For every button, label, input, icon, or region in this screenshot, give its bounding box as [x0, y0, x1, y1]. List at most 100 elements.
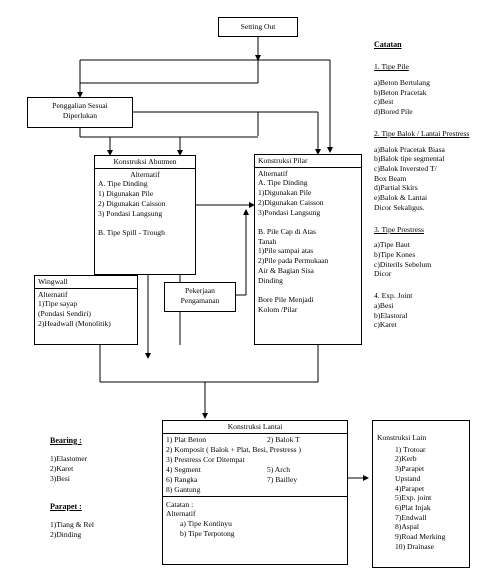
- tipe-pile-item: a)Beton Bertulang: [374, 77, 430, 87]
- prestress-item: Dicor: [374, 269, 392, 279]
- lantai-item: 2) Balok T: [267, 434, 300, 444]
- penggalian-box: Penggalian Sesuai Diperlukan: [27, 97, 133, 128]
- pilar-line: 2)Digunakan Caisson: [258, 197, 324, 207]
- pilar-box: Konstruksi Pilar Alternatif A. Tipe Dind…: [254, 154, 362, 345]
- balok-item: c)Balok Inversted T/: [374, 163, 437, 173]
- wingwall-line: Alternatif: [38, 289, 68, 299]
- tipe-pile-item: c)Best: [374, 97, 394, 107]
- lain-item: 6)Plat Injak: [395, 503, 431, 513]
- lain-item: 4)Parapet: [395, 483, 425, 493]
- pilar-line: [258, 217, 358, 227]
- bearing-item: 1)Elastomer: [50, 454, 88, 464]
- prestress-item: c)Diterils Sebelum: [374, 259, 432, 269]
- pilar-line: 1)Pile sampai atas: [258, 246, 314, 256]
- balok-item: Box Beam: [374, 173, 407, 183]
- balok-item: b)Balok tipe segmental: [374, 154, 445, 164]
- parapet-title: Parapet :: [50, 502, 82, 511]
- pilar-line: [258, 285, 358, 295]
- tipe-pile-item: d)Bored Pile: [374, 107, 413, 117]
- balok-item: Dicor Sekaligus.: [374, 202, 425, 212]
- prestress-item: a)Tipe Baut: [374, 240, 410, 250]
- pilar-line: 3)Pondasi Langsung: [258, 207, 321, 217]
- pilar-line: Air & Bagian Sisa: [258, 265, 314, 275]
- abutmen-line: B. Tipe Spill - Trough: [98, 228, 165, 238]
- parapet-item: 2)Dinding: [50, 529, 82, 539]
- abutmen-line: Alternatif: [130, 169, 160, 179]
- pilar-line: Bore Pile Menjadi: [258, 295, 314, 305]
- lain-item: 10) Drainase: [395, 541, 435, 551]
- setting-out-box: Setting Out: [218, 17, 298, 37]
- lain-item: 9)Road Merking: [395, 532, 446, 542]
- lantai-item: 7) Bailley: [267, 474, 298, 484]
- bearing-item: 2)Karet: [50, 463, 74, 473]
- lain-item: 8)Aspal: [395, 522, 420, 532]
- exp-item: a)Besi: [374, 300, 394, 310]
- lain-item: 1) Trotoar: [395, 444, 426, 454]
- wingwall-line: 2)Headwall (Monolitik): [38, 318, 111, 328]
- pilar-line: B. Pile Cap di Atas: [258, 227, 317, 237]
- pilar-line: Dinding: [258, 275, 283, 285]
- tipe-pile-title: 1. Tipe Pile: [374, 62, 409, 72]
- pekerjaan-line-2: Pengamanan: [180, 295, 220, 305]
- lantai-box: Konstruksi Lantai 1) Plat Beton 2) Balok…: [162, 420, 348, 565]
- lain-item: 3)Parapet: [395, 464, 425, 474]
- pilar-line: 1)Digunakan Pile: [258, 188, 312, 198]
- lantai-title: Konstruksi Lantai: [163, 421, 347, 434]
- balok-item: a)Balok Pracetak Biasa: [374, 144, 445, 154]
- lantai-catatan-line: b) Tipe Terpotong: [180, 528, 235, 538]
- lantai-item: 5) Arch: [267, 464, 290, 474]
- lantai-catatan-line: Catatan :: [166, 499, 194, 509]
- abutmen-line: 2) Digunakan Caisson: [98, 198, 166, 208]
- lantai-item: 4) Segment: [166, 464, 201, 474]
- tipe-pile-item: b)Beton Pracetak: [374, 87, 427, 97]
- pilar-line: Alternatif: [258, 168, 288, 178]
- exp-title: 4. Exp. Joint: [374, 291, 413, 301]
- wingwall-line: 1)Tipe sayap: [38, 299, 78, 309]
- pilar-line: 2)Pile pada Permukaan: [258, 256, 329, 266]
- lain-item: 7)Endwall: [395, 512, 427, 522]
- lain-item: 5)Exp. joint: [395, 493, 432, 503]
- abutmen-title: Konstruksi Abutmen: [95, 156, 195, 169]
- lantai-catatan-line: a) Tipe Kontinyu: [180, 519, 232, 529]
- exp-item: c)Karet: [374, 320, 397, 330]
- lantai-item: 6) Rangka: [166, 474, 198, 484]
- catatan-title: Catatan: [374, 40, 402, 49]
- parapet-panel: Parapet : 1)Tiang & Rel 2)Dinding: [50, 502, 94, 540]
- balok-title: 2. Tipe Balok / Lantai Prestress: [374, 128, 470, 138]
- exp-item: b)Elastoral: [374, 310, 408, 320]
- setting-out-label: Setting Out: [240, 22, 276, 31]
- pekerjaan-box: Pekerjaan Pengamanan: [164, 282, 236, 312]
- prestress-title: 3. Tipe Prestress: [374, 224, 425, 234]
- lain-item: Upstand: [395, 473, 421, 483]
- bearing-item: 3)Besi: [50, 473, 70, 483]
- abutmen-box: Konstruksi Abutmen Alternatif A. Tipe Di…: [94, 155, 196, 275]
- parapet-item: 1)Tiang & Rel: [50, 520, 95, 530]
- abutmen-line: A. Tipe Dinding: [98, 179, 148, 189]
- catatan-panel: Catatan 1. Tipe Pile a)Beton Bertulang b…: [374, 40, 474, 330]
- abutmen-line: [98, 218, 192, 228]
- penggalian-line-1: Penggalian Sesuai: [52, 101, 108, 110]
- lain-box: Konstruksi Lain 1) Trotoar 2)Kerb 3)Para…: [372, 420, 470, 568]
- abutmen-line: 1) Digunakan Pile: [98, 189, 154, 199]
- lantai-item: 3) Prestress Cor Ditempat: [166, 454, 245, 464]
- pilar-title: Konstruksi Pilar: [255, 155, 361, 168]
- prestress-item: b)Tipe Kones: [374, 250, 416, 260]
- bearing-title: Bearing :: [50, 436, 82, 445]
- lain-item: 2)Kerb: [395, 454, 417, 464]
- lain-title: Konstruksi Lain: [377, 433, 427, 442]
- pekerjaan-line-1: Pekerjaan: [185, 286, 215, 295]
- wingwall-title: Wingwall: [35, 276, 137, 289]
- bearing-panel: Bearing : 1)Elastomer 2)Karet 3)Besi: [50, 436, 87, 483]
- pilar-line: A. Tipe Dinding: [258, 178, 308, 188]
- balok-item: d)Partial Skirs: [374, 183, 418, 193]
- pilar-line: Kolom /Pilar: [258, 304, 298, 314]
- penggalian-line-2: Diperlukan: [62, 110, 98, 120]
- lantai-item: 2) Komposit ( Balok + Plat, Besi, Prestr…: [166, 444, 302, 454]
- wingwall-line: (Pondasi Sendiri): [38, 309, 91, 319]
- wingwall-box: Wingwall Alternatif 1)Tipe sayap (Pondas…: [34, 275, 138, 345]
- lantai-item: 1) Plat Beton: [166, 434, 207, 444]
- balok-item: e)Balok & Lantai: [374, 193, 428, 203]
- pilar-line: Tanah: [258, 236, 277, 246]
- lantai-item: 8) Gantung: [166, 484, 201, 494]
- abutmen-line: 3) Pondasi Langsung: [98, 208, 163, 218]
